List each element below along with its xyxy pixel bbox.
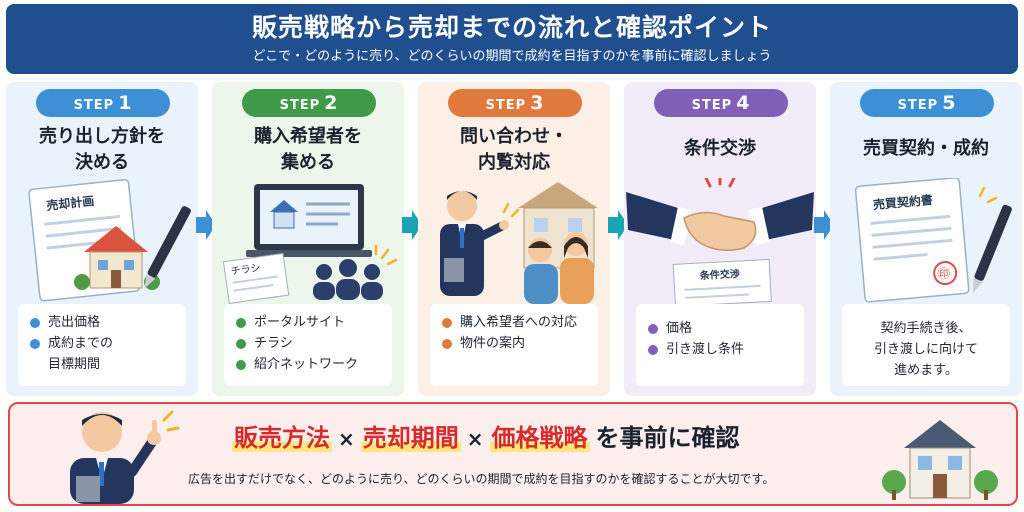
step-5-doc-label: 売買契約書 bbox=[872, 192, 933, 212]
buyers-couple-icon bbox=[524, 232, 594, 304]
sparkle-icon bbox=[374, 244, 398, 266]
list-item: 売出価格 bbox=[28, 312, 176, 333]
step-4-title: 条件交渉 bbox=[624, 136, 816, 162]
step-1-title-line-2: 決める bbox=[75, 152, 129, 173]
list-item: 紹介ネットワーク bbox=[234, 354, 382, 375]
summary-headline: 販売方法×売却期間×価格戦略を事前に確認 bbox=[232, 418, 740, 453]
step-5-text-line-3: 進めます。 bbox=[894, 363, 958, 378]
step-3-title: 問い合わせ・ 内覧対応 bbox=[418, 124, 610, 176]
step-2-label: STEP bbox=[279, 98, 321, 113]
flyer-icon: チラシ bbox=[222, 252, 290, 304]
step-3-points: 購入希望者への対応 物件の案内 bbox=[430, 304, 598, 386]
list-item: ポータルサイト bbox=[234, 312, 382, 333]
summary-note: 広告を出すだけでなく、どのように売り、どのくらいの期間で成約を目指すのかを確認す… bbox=[188, 472, 775, 486]
step-5-text-line-1: 契約手続き後、 bbox=[880, 321, 972, 336]
step-2-doc-label: チラシ bbox=[230, 262, 261, 278]
step-3-label: STEP bbox=[485, 98, 527, 113]
step-1-points: 売出価格 成約までの 目標期間 bbox=[18, 304, 186, 386]
sparkle-icon bbox=[502, 202, 520, 218]
step-1-doc-label: 売却計画 bbox=[46, 193, 95, 213]
step-5-label: STEP bbox=[897, 98, 939, 113]
step-5-number: 5 bbox=[942, 92, 957, 114]
step-4-label: STEP bbox=[691, 98, 733, 113]
headline-suffix: を事前に確認 bbox=[595, 424, 740, 452]
sales-plan-document-icon: 売却計画 bbox=[28, 178, 191, 302]
sparkle-icon bbox=[704, 178, 736, 188]
seal-stamp-icon: ㊞ bbox=[937, 267, 951, 283]
step-5-title: 売買契約・成約 bbox=[830, 136, 1022, 162]
laptop-listing-icon: チラシ bbox=[222, 184, 398, 304]
agent-showing-house-icon bbox=[440, 182, 598, 304]
step-3-title-line-1: 問い合わせ・ bbox=[460, 126, 568, 147]
list-item: 購入希望者への対応 bbox=[440, 312, 588, 333]
list-item: 価格 bbox=[646, 318, 794, 339]
step-5-text-line-2: 引き渡しに向けて bbox=[873, 342, 978, 357]
step-1-title: 売り出し方針を 決める bbox=[6, 124, 198, 176]
step-2-points: ポータルサイト チラシ 紹介ネットワーク bbox=[224, 304, 392, 386]
step-4-title-line-1: 条件交渉 bbox=[684, 138, 756, 159]
people-group-icon bbox=[313, 259, 383, 300]
step-4-number: 4 bbox=[736, 92, 751, 114]
sales-contract-document-icon: 売買契約書 ㊞ bbox=[854, 178, 1012, 303]
step-2-number: 2 bbox=[324, 92, 339, 114]
list-item-continuation: 目標期間 bbox=[48, 357, 101, 372]
pointing-agent-icon bbox=[70, 410, 180, 504]
step-4-points: 価格 引き渡し条件 bbox=[636, 304, 804, 386]
step-3-number: 3 bbox=[530, 92, 545, 114]
pen-icon bbox=[972, 204, 1012, 293]
list-item: チラシ bbox=[234, 333, 382, 354]
list-item: 引き渡し条件 bbox=[646, 339, 794, 360]
arrow-right-icon bbox=[814, 210, 834, 240]
step-2-title: 購入希望者を 集める bbox=[212, 124, 404, 176]
arrow-right-icon bbox=[196, 210, 216, 240]
times-sign: × bbox=[466, 427, 484, 451]
term-sale-period: 売却期間 bbox=[360, 424, 461, 452]
page-subtitle: どこで・どのように売り、どのくらいの期間で成約を目指すのかを事前に確認しましょう bbox=[252, 49, 772, 64]
step-5-description: 契約手続き後、 引き渡しに向けて 進めます。 bbox=[842, 304, 1010, 386]
agent-person-icon bbox=[440, 191, 509, 296]
header-banner: 販売戦略から売却までの流れと確認ポイント どこで・どのように売り、どのくらいの期… bbox=[6, 4, 1018, 74]
sparkle-icon bbox=[162, 410, 180, 432]
step-4-doc-label: 条件交渉 bbox=[699, 267, 741, 282]
negotiation-document-icon: 条件交渉 bbox=[672, 258, 772, 304]
list-item: 物件の案内 bbox=[440, 333, 588, 354]
step-2-title-line-2: 集める bbox=[281, 152, 335, 173]
step-1-title-line-1: 売り出し方針を bbox=[39, 126, 165, 147]
arrow-right-icon bbox=[608, 210, 628, 240]
summary-panel: 販売方法×売却期間×価格戦略を事前に確認 広告を出すだけでなく、どのように売り、… bbox=[8, 402, 1018, 506]
step-1-label: STEP bbox=[73, 98, 115, 113]
page-title: 販売戦略から売却までの流れと確認ポイント bbox=[251, 13, 772, 42]
step-2-title-line-1: 購入希望者を bbox=[254, 126, 362, 147]
pen-icon bbox=[144, 206, 191, 289]
step-1-number: 1 bbox=[118, 92, 133, 114]
step-3-title-line-2: 内覧対応 bbox=[478, 152, 550, 173]
times-sign: × bbox=[338, 427, 355, 451]
term-sales-method: 販売方法 bbox=[232, 424, 332, 452]
arrow-right-icon bbox=[402, 210, 422, 240]
term-price-strategy: 価格戦略 bbox=[489, 424, 590, 452]
handshake-icon: 条件交渉 bbox=[626, 178, 814, 304]
house-icon bbox=[74, 226, 160, 290]
sparkle-icon bbox=[978, 186, 998, 204]
list-item: 成約までの bbox=[28, 333, 176, 354]
step-5-title-line-1: 売買契約・成約 bbox=[863, 138, 989, 159]
house-icon bbox=[882, 420, 998, 500]
